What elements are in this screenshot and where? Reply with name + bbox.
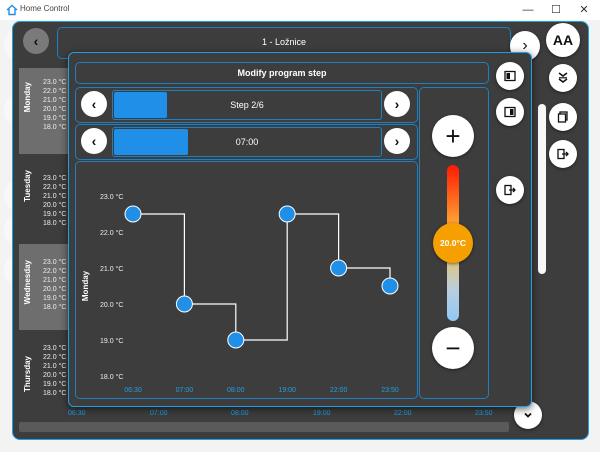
time-next-button[interactable]: › (384, 128, 410, 154)
chart-x-tick: 22:00 (330, 387, 348, 394)
chart-y-tick: 19.0 °C (100, 337, 123, 345)
chart-y-tick: 23.0 °C (100, 193, 123, 201)
time-tick: 23:50 (475, 410, 493, 417)
chart-x-tick: 19:00 (278, 387, 296, 394)
exit-icon (504, 184, 516, 196)
day-label: Monday (23, 82, 32, 113)
temp-axis-labels: 23.0 °C 22.0 °C 21.0 °C 20.0 °C 19.0 °C … (43, 259, 67, 311)
horizontal-scrollbar[interactable] (19, 422, 509, 432)
window-title: Home Control (20, 4, 70, 13)
temperature-slider-knob[interactable]: 20.0°C (433, 223, 473, 263)
time-tick: 06:30 (68, 410, 86, 417)
export-button[interactable] (549, 140, 577, 168)
day-label: Tuesday (23, 170, 32, 202)
day-label: Thursday (23, 356, 32, 393)
dialog-title: Modify program step (237, 68, 327, 78)
chart-y-tick: 18.0 °C (100, 373, 123, 381)
step-label: Step 2/6 (230, 100, 264, 110)
chart-point[interactable] (381, 277, 399, 295)
chart-step-line (133, 213, 391, 341)
minimize-button[interactable]: — (522, 4, 534, 16)
home-icon (6, 4, 18, 16)
temp-axis-labels: 23.0 °C 22.0 °C 21.0 °C 20.0 °C 19.0 °C … (43, 79, 67, 131)
time-tick: 08:00 (231, 410, 249, 417)
time-row: ‹ 07:00 › (75, 124, 418, 160)
step-progress: Step 2/6 (112, 90, 382, 120)
panel-right-icon (504, 106, 516, 118)
day-row-monday[interactable]: Monday 23.0 °C 22.0 °C 21.0 °C 20.0 °C 1… (19, 68, 75, 154)
dialog-close-button[interactable] (496, 176, 524, 204)
chart-point[interactable] (330, 259, 348, 277)
chart-y-tick: 22.0 °C (100, 229, 123, 237)
time-tick: 19:00 (313, 410, 331, 417)
chart-x-tick: 08:00 (227, 387, 245, 394)
chevron-left-icon: ‹ (33, 33, 39, 49)
step-row: ‹ Step 2/6 › (75, 87, 418, 123)
room-title: 1 - Ložnice (261, 37, 307, 47)
copy-icon (557, 111, 568, 123)
day-row-tuesday[interactable]: Tuesday 23.0 °C 22.0 °C 21.0 °C 20.0 °C … (19, 156, 75, 242)
program-chart-box: Monday 23.0 °C 22.0 °C 21.0 °C 20.0 °C 19.0 °… (75, 161, 418, 399)
copy-button[interactable] (549, 103, 577, 131)
close-button[interactable]: ✕ (579, 4, 589, 16)
day-label: Wednesday (23, 260, 32, 305)
modify-step-dialog: Modify program step ‹ Step 2/6 › ‹ 07:00… (68, 52, 532, 407)
plus-icon: + (445, 120, 461, 151)
time-label: 07:00 (235, 137, 259, 147)
room-prev-button[interactable]: ‹ (23, 28, 49, 54)
temp-axis-labels: 23.0 °C 22.0 °C 21.0 °C 20.0 °C 19.0 °C … (43, 175, 67, 227)
decrease-temp-button[interactable]: − (432, 327, 474, 369)
maximize-button[interactable]: ☐ (551, 4, 561, 16)
dialog-title-bar: Modify program step (75, 62, 489, 84)
chart-y-tick: 21.0 °C (100, 265, 123, 273)
chevron-right-icon: › (394, 133, 400, 149)
collapse-button[interactable] (549, 64, 577, 92)
panel-left-icon (504, 70, 516, 82)
vertical-scrollbar[interactable] (538, 104, 546, 274)
apply-to-range-button[interactable] (496, 62, 524, 90)
step-progress-fill (114, 92, 167, 118)
font-size-icon: AA (552, 32, 574, 48)
day-row-thursday[interactable]: Thursday 23.0 °C 22.0 °C 21.0 °C 20.0 °C… (19, 332, 75, 402)
font-size-button[interactable]: AA (546, 23, 580, 57)
chevron-right-icon: › (522, 37, 528, 54)
chevron-down-icon (524, 412, 532, 418)
chart-point[interactable] (227, 331, 245, 349)
chart-x-tick: 07:00 (176, 387, 194, 394)
program-step-chart: Monday 23.0 °C 22.0 °C 21.0 °C 20.0 °C 19.0 °… (81, 193, 399, 394)
chart-point[interactable] (175, 295, 193, 313)
step-prev-button[interactable]: ‹ (81, 91, 107, 117)
apply-to-day-button[interactable] (496, 98, 524, 126)
chart-x-tick: 06:30 (124, 387, 142, 394)
time-progress-fill (114, 129, 188, 155)
chart-point[interactable] (278, 205, 296, 223)
collapse-vertical-icon (558, 72, 568, 83)
time-prev-button[interactable]: ‹ (81, 128, 107, 154)
minus-icon: − (445, 332, 461, 363)
export-icon (557, 148, 569, 160)
time-tick: 07:00 (150, 410, 168, 417)
time-tick: 22:00 (394, 410, 412, 417)
temperature-column: + 20.0°C − (419, 87, 489, 399)
current-temperature: 20.0°C (439, 238, 467, 248)
chevron-left-icon: ‹ (91, 96, 97, 112)
day-row-wednesday[interactable]: Wednesday 23.0 °C 22.0 °C 21.0 °C 20.0 °… (19, 244, 75, 330)
time-progress: 07:00 (112, 127, 382, 157)
chart-point[interactable] (124, 205, 142, 223)
window-titlebar: Home Control — ☐ ✕ (0, 0, 600, 21)
chevron-right-icon: › (394, 96, 400, 112)
chart-x-tick: 23:50 (381, 387, 399, 394)
step-next-button[interactable]: › (384, 91, 410, 117)
increase-temp-button[interactable]: + (432, 115, 474, 157)
temp-axis-labels: 23.0 °C 22.0 °C 21.0 °C 20.0 °C 19.0 °C … (43, 345, 67, 397)
chart-y-tick: 20.0 °C (100, 301, 123, 309)
chevron-left-icon: ‹ (91, 133, 97, 149)
chart-y-label: Monday (81, 270, 90, 301)
